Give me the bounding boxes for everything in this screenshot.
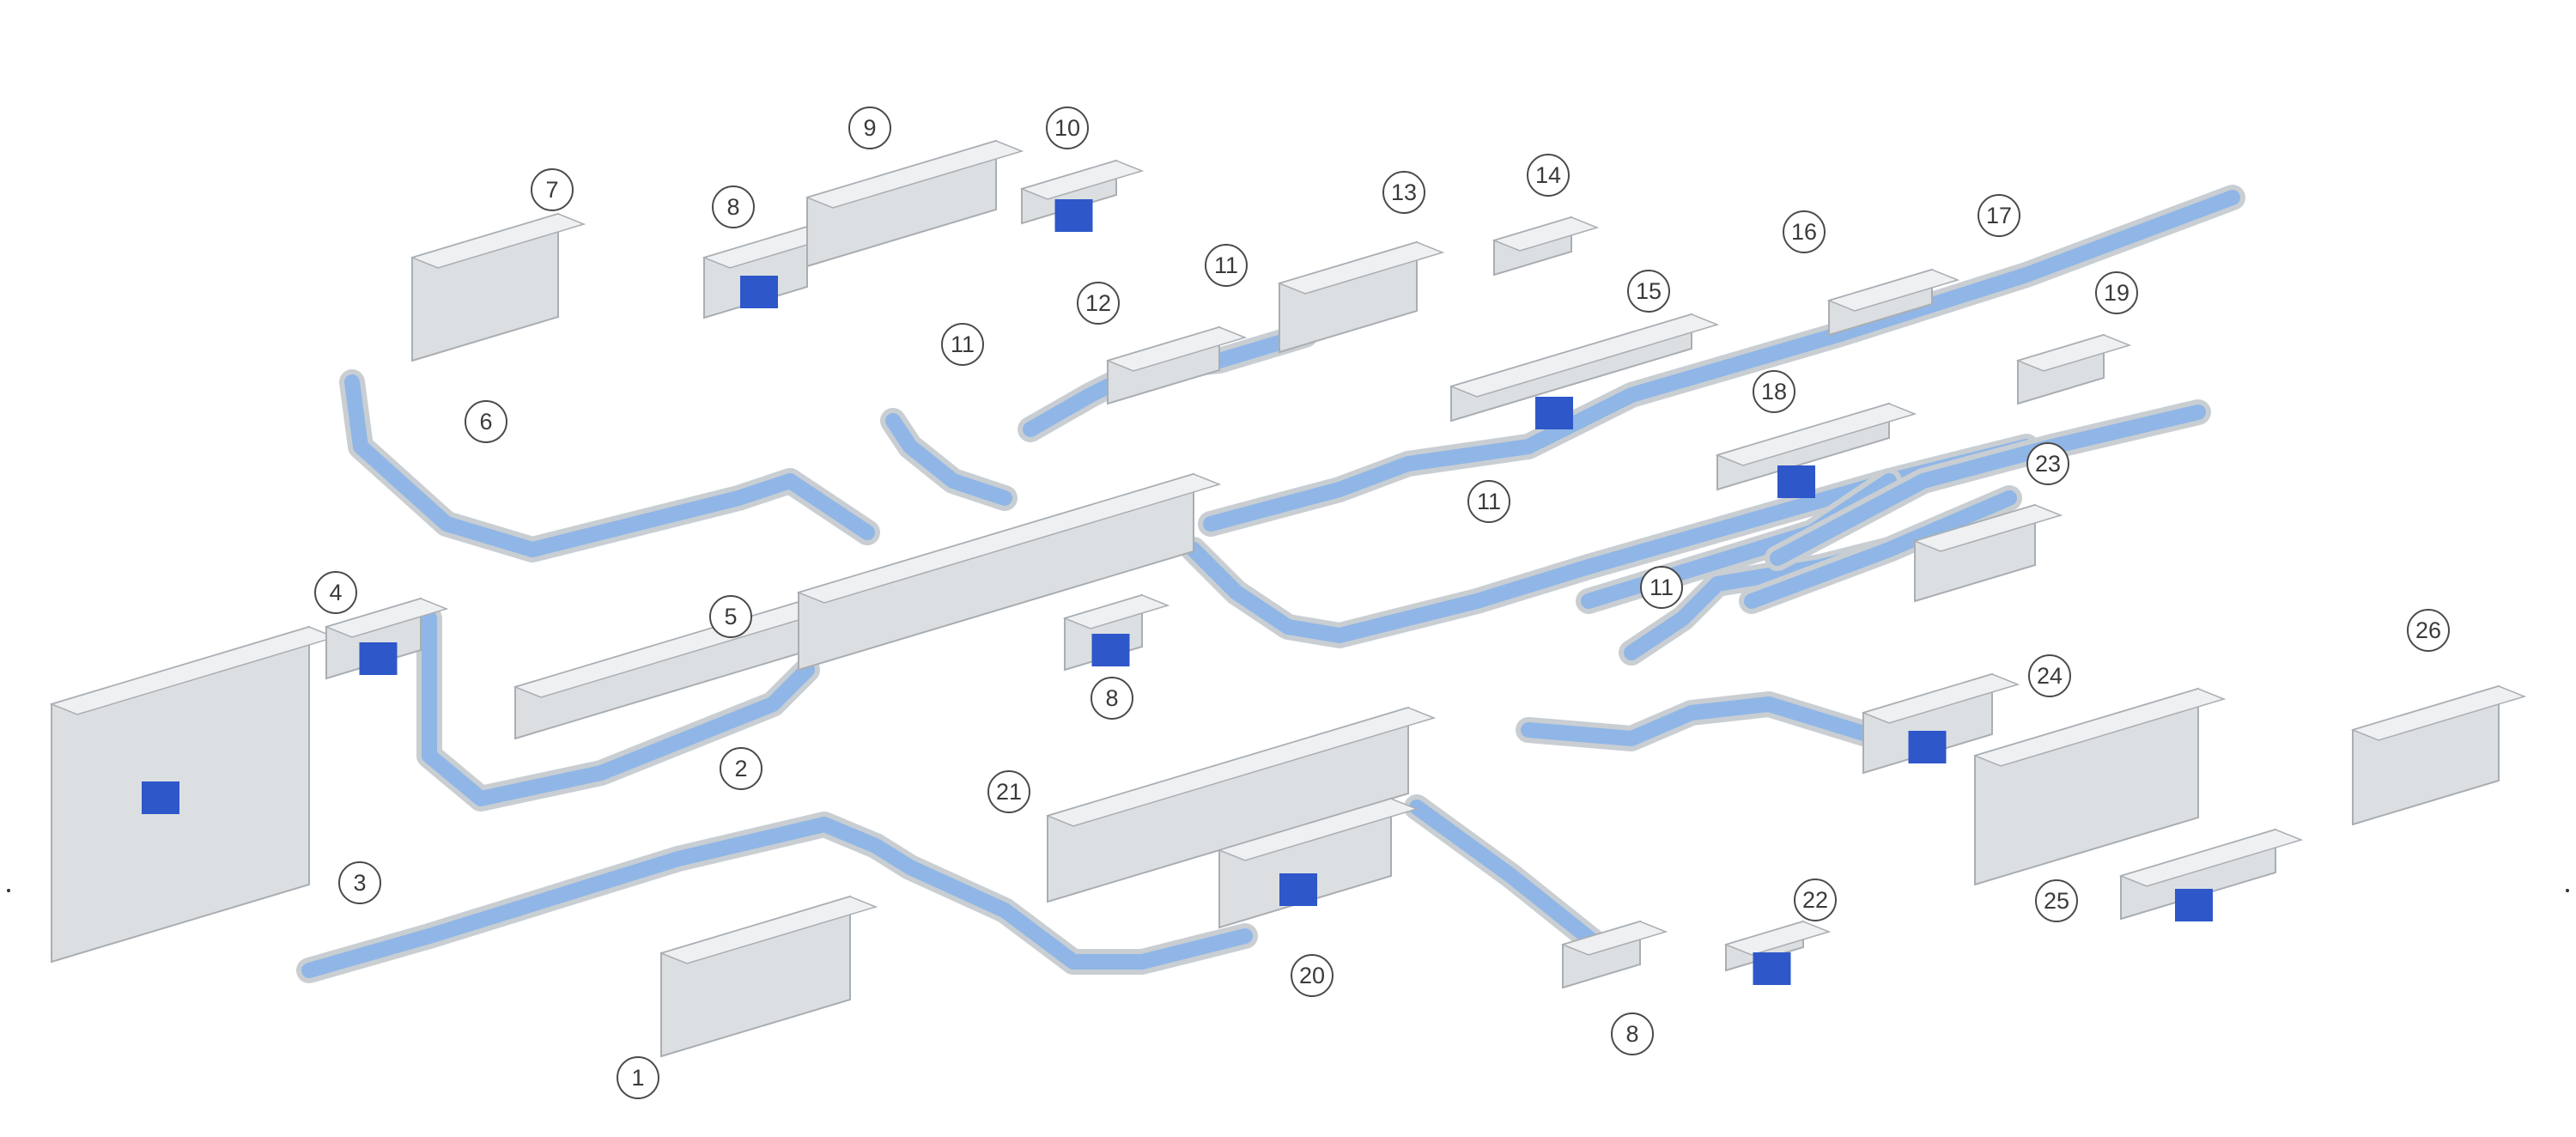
callout-7: 7 <box>531 168 574 211</box>
callout-1: 1 <box>617 1056 659 1099</box>
multihead-batcher <box>49 625 337 964</box>
callout-4: 4 <box>314 571 357 614</box>
callout-8-middle: 8 <box>1091 677 1133 720</box>
callout-22: 22 <box>1794 879 1837 921</box>
edge-marker-right <box>2566 889 2569 892</box>
callout-8-top: 8 <box>712 185 755 228</box>
oven <box>1277 240 1445 354</box>
cabinet <box>1217 797 1419 929</box>
tumbler <box>2350 684 2527 826</box>
callout-20: 20 <box>1291 954 1334 997</box>
callout-11-c: 11 <box>1467 480 1510 523</box>
small-unit <box>1492 216 1600 277</box>
callout-2: 2 <box>720 747 762 790</box>
callout-11-b: 11 <box>1205 244 1248 287</box>
fryer <box>1912 503 2063 603</box>
conveyor-belt-13 <box>1744 490 2017 609</box>
conveyor-belt-3 <box>344 374 875 557</box>
callout-25: 25 <box>2035 879 2078 922</box>
callout-11-a: 11 <box>941 323 984 366</box>
callout-9: 9 <box>848 106 891 149</box>
conveyor-belt-10 <box>1521 696 1888 746</box>
incline-conveyor <box>324 597 449 680</box>
grinder-bottom <box>1560 920 1668 989</box>
conveyor-belt-2 <box>422 611 815 806</box>
conveyor-belt-1 <box>301 817 1253 978</box>
conveyor-belt-7 <box>1203 190 2240 532</box>
callout-5: 5 <box>709 595 752 638</box>
hopper-loader <box>410 212 586 362</box>
callout-19: 19 <box>2095 271 2138 314</box>
callout-12: 12 <box>1077 282 1120 325</box>
former <box>1105 325 1248 405</box>
callout-23: 23 <box>2026 442 2069 485</box>
callout-17: 17 <box>1978 194 2020 237</box>
mixer <box>805 139 1024 268</box>
callout-24: 24 <box>2028 654 2071 697</box>
callout-16: 16 <box>1783 210 1826 253</box>
callout-15: 15 <box>1627 270 1670 313</box>
callout-26: 26 <box>2407 609 2450 652</box>
conveyor-belt-4 <box>885 413 1012 506</box>
callout-13: 13 <box>1382 171 1425 214</box>
packing-machine <box>659 895 878 1058</box>
portioner <box>1972 687 2227 886</box>
callout-3: 3 <box>338 861 381 904</box>
incline-elevator <box>2118 828 2304 921</box>
callout-11-d: 11 <box>1640 566 1683 609</box>
edge-marker-left <box>7 889 10 892</box>
dosing-unit <box>1723 920 1832 985</box>
long-processing-line <box>796 472 1222 672</box>
callout-8-bottom: 8 <box>1611 1012 1654 1055</box>
grinder-middle <box>1062 593 1170 672</box>
spiral-elevator <box>1449 313 1720 429</box>
conveyor-belt-6 <box>1186 439 2034 643</box>
callout-21: 21 <box>987 770 1030 813</box>
product-bins <box>1019 159 1145 232</box>
feed-hopper <box>1861 672 2020 775</box>
conveyor-belt-11 <box>1409 800 1605 952</box>
conveyor-belt-12 <box>1770 404 2206 566</box>
callout-6: 6 <box>465 400 507 443</box>
thermoformer <box>1045 706 1437 903</box>
callout-10: 10 <box>1046 106 1089 149</box>
callout-18: 18 <box>1753 370 1795 413</box>
slicer <box>1826 268 1960 337</box>
callout-14: 14 <box>1527 154 1570 197</box>
grinder-top <box>702 225 835 319</box>
freezer-box <box>2015 333 2132 405</box>
coater <box>1715 402 1917 498</box>
